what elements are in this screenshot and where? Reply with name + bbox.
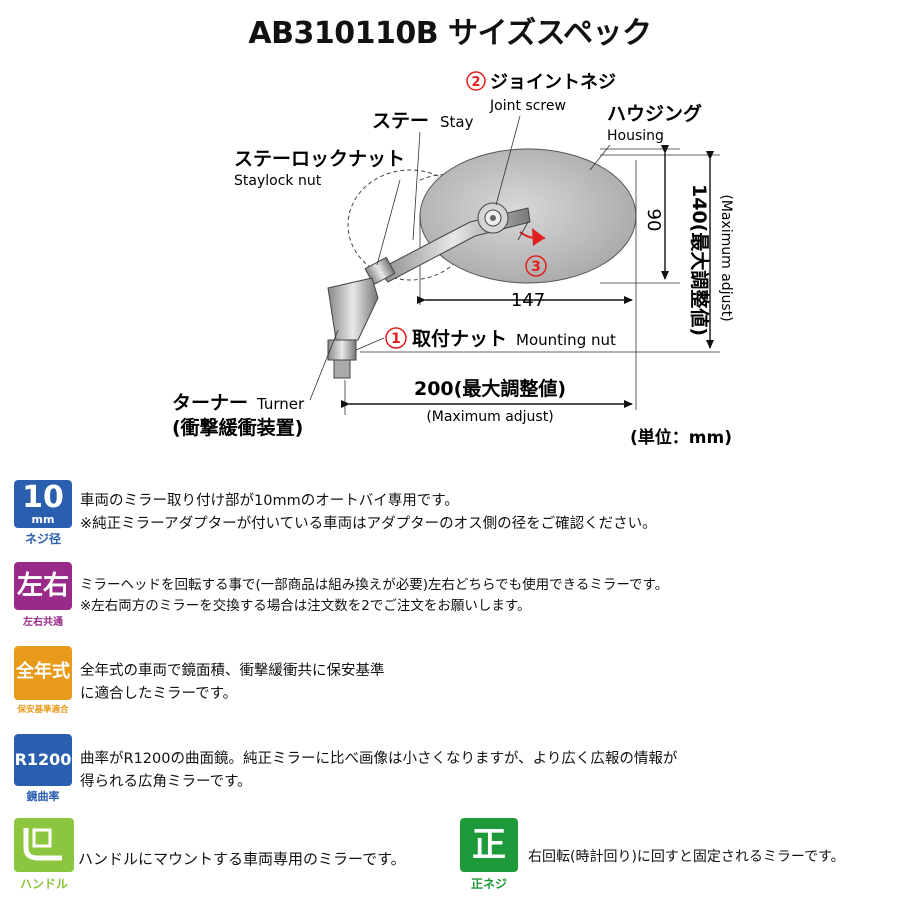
feature-handlebar: ハンドル ハンドルにマウントする車両専用のミラーです。 bbox=[12, 818, 452, 894]
all-years-line-2: に適合したミラーです。 bbox=[80, 686, 238, 702]
left-right-badge: 左右 左右共通 bbox=[14, 562, 72, 628]
curvature-line-2: 得られる広角ミラーです。 bbox=[80, 774, 252, 790]
dim-140-label-en: (Maximum adjust) bbox=[718, 194, 734, 321]
left-right-line-2: ※左右両方のミラーを交換する場合は注文数を2でご注文をお願いします。 bbox=[80, 598, 531, 614]
stay-label-jp: ステー bbox=[372, 110, 429, 132]
feature-thread-size: 10 mm ネジ径 車両のミラー取り付け部が10mmのオートバイ専用です。 ※純… bbox=[12, 480, 892, 550]
handlebar-icon bbox=[23, 828, 62, 861]
mount-number: 1 bbox=[391, 331, 401, 347]
right-thread-line-1: 右回転(時計回り)に回すと固定されるミラーです。 bbox=[528, 849, 845, 865]
unit-label: (単位：mm) bbox=[630, 427, 732, 448]
feature-all-years: 全年式 保安基準適合 全年式の車両で鏡面積、衝撃緩衝共に保安基準 に適合したミラ… bbox=[12, 646, 892, 722]
turner-label-jp: ターナー bbox=[172, 392, 248, 414]
mount-label-jp: 取付ナット bbox=[412, 327, 507, 350]
stay-label-en: Stay bbox=[440, 113, 474, 131]
joint-label-en: Joint screw bbox=[489, 98, 566, 114]
thread-size-line-2: ※純正ミラーアダプターが付いている車両はアダプターのオス側の径をご確認ください。 bbox=[80, 516, 657, 532]
mounting-nut bbox=[327, 339, 357, 361]
dim-200-label: 200(最大調整値) bbox=[414, 377, 566, 400]
dim-140-label: 140(最大調整値) bbox=[688, 184, 711, 336]
dim-90-label: 90 bbox=[643, 209, 664, 232]
feature-left-right: 左右 左右共通 ミラーヘッドを回転する事で(一部商品は組み換えが必要)左右どちら… bbox=[12, 562, 892, 632]
curvature-badge: R1200 鏡曲率 bbox=[14, 734, 72, 804]
dim-200-label-en: (Maximum adjust) bbox=[426, 409, 553, 425]
thread-size-line-1: 車両のミラー取り付け部が10mmのオートバイ専用です。 bbox=[80, 493, 459, 509]
handlebar-line-1: ハンドルにマウントする車両専用のミラーです。 bbox=[78, 850, 406, 868]
thread-size-badge: 10 mm ネジ径 bbox=[14, 480, 72, 546]
left-right-line-1: ミラーヘッドを回転する事で(一部商品は組み換えが必要)左右どちらでも使用できるミ… bbox=[80, 577, 669, 593]
right-thread-badge: 正 正ネジ bbox=[460, 818, 518, 892]
housing-label-en: Housing bbox=[607, 128, 664, 144]
handlebar-badge: ハンドル bbox=[14, 818, 74, 892]
mounting-bolt bbox=[333, 359, 351, 379]
mirror-diagram: 2 ジョイントネジ Joint screw ステー Stay ハウジング Hou… bbox=[172, 71, 734, 448]
dim-147-label: 147 bbox=[511, 290, 545, 311]
joint-label-jp: ジョイントネジ bbox=[490, 72, 616, 93]
turner-label-en: Turner bbox=[256, 395, 305, 413]
rotate-number: 3 bbox=[531, 259, 541, 275]
all-years-badge: 全年式 保安基準適合 bbox=[14, 646, 72, 718]
turner-label-sub: (衝撃緩衝装置) bbox=[172, 416, 303, 439]
staylock-label-jp: ステーロックナット bbox=[234, 148, 405, 170]
feature-right-thread: 正 正ネジ 右回転(時計回り)に回すと固定されるミラーです。 bbox=[460, 818, 896, 894]
feature-curvature: R1200 鏡曲率 曲率がR1200の曲面鏡。純正ミラーに比べ画像は小さくなりま… bbox=[12, 734, 892, 806]
turner-body bbox=[327, 277, 379, 341]
all-years-line-1: 全年式の車両で鏡面積、衝撃緩衝共に保安基準 bbox=[80, 663, 385, 679]
curvature-line-1: 曲率がR1200の曲面鏡。純正ミラーに比べ画像は小さくなりますが、より広く広報の… bbox=[80, 751, 678, 767]
housing-label-jp: ハウジング bbox=[607, 102, 702, 125]
staylock-nut bbox=[364, 256, 396, 286]
joint-number: 2 bbox=[471, 75, 480, 90]
mount-label-en: Mounting nut bbox=[516, 331, 616, 349]
page-title: AB310110B サイズスペック bbox=[248, 16, 652, 51]
staylock-label-en: Staylock nut bbox=[234, 173, 322, 189]
